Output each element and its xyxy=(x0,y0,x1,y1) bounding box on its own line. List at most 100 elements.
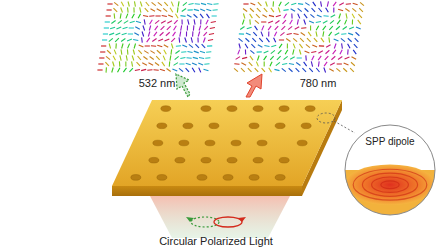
field-arrow xyxy=(148,63,153,65)
label: 780 nm xyxy=(300,77,337,90)
field-arrow xyxy=(132,56,134,61)
field-arrow xyxy=(316,21,321,23)
field-arrow xyxy=(250,8,254,11)
field-arrow xyxy=(248,68,252,72)
field-arrow xyxy=(194,51,199,53)
field-arrow xyxy=(313,2,316,6)
field-arrow xyxy=(310,25,311,30)
field-arrow xyxy=(324,62,327,66)
field-arrow xyxy=(202,44,206,48)
field-arrow xyxy=(341,43,343,48)
field-arrow xyxy=(128,33,133,34)
field-arrow xyxy=(301,33,305,36)
label: 532 nm xyxy=(139,77,176,90)
field-arrow xyxy=(329,26,333,30)
field-arrow xyxy=(309,21,314,23)
field-arrow xyxy=(212,15,217,16)
field-arrow xyxy=(293,49,294,54)
field-arrow xyxy=(246,33,251,35)
hole xyxy=(279,157,289,163)
field-arrow xyxy=(330,20,334,23)
field-arrow xyxy=(278,50,281,54)
field-arrow xyxy=(261,21,266,22)
field-arrow xyxy=(157,9,162,12)
field-arrow xyxy=(289,63,294,64)
field-arrow xyxy=(323,26,326,30)
field-arrow xyxy=(213,3,218,5)
field-arrow xyxy=(111,21,115,24)
field-arrow xyxy=(141,69,146,70)
field-arrow xyxy=(262,15,266,18)
field-arrow xyxy=(137,62,141,66)
field-arrow xyxy=(126,14,128,19)
field-arrow xyxy=(207,3,212,5)
field-arrow xyxy=(150,56,154,59)
field-arrow xyxy=(183,2,187,5)
field-arrow xyxy=(128,1,129,6)
field-arrow xyxy=(351,62,355,65)
field-arrow xyxy=(270,56,273,60)
field-arrow xyxy=(144,19,146,24)
field-arrow xyxy=(245,49,246,54)
field-arrow xyxy=(341,33,346,34)
field-arrow xyxy=(278,8,280,13)
field-arrow xyxy=(257,56,259,61)
field-arrow xyxy=(106,56,110,59)
hole xyxy=(157,123,167,129)
field-arrow xyxy=(335,33,340,35)
field-arrow xyxy=(149,15,154,17)
field-arrow xyxy=(120,49,122,54)
leader-line xyxy=(334,121,355,133)
field-arrow xyxy=(121,38,125,41)
field-arrow xyxy=(135,27,140,30)
field-arrow xyxy=(145,8,149,12)
field-arrow xyxy=(102,39,107,40)
field-arrow xyxy=(119,61,121,66)
field-arrow xyxy=(323,15,328,17)
field-arrow xyxy=(192,63,197,65)
field-arrow xyxy=(328,37,330,42)
field-arrow xyxy=(255,26,258,30)
light-beam xyxy=(150,196,290,238)
field-arrow xyxy=(129,27,134,28)
field-arrow xyxy=(350,68,354,72)
field-arrow xyxy=(270,62,272,67)
field-arrow xyxy=(179,68,183,71)
field-arrow xyxy=(291,13,292,18)
field-arrow xyxy=(308,32,311,36)
field-arrow xyxy=(106,15,111,16)
field-arrow xyxy=(264,45,269,47)
field-arrow xyxy=(261,32,263,37)
field-arrow xyxy=(158,2,162,5)
field-arrow xyxy=(198,63,203,65)
field-arrow xyxy=(318,61,320,66)
hole xyxy=(301,123,311,129)
field-arrow xyxy=(210,27,215,29)
field-arrow xyxy=(358,20,361,24)
hole xyxy=(275,175,285,181)
hole xyxy=(227,157,237,163)
field-arrow xyxy=(239,38,243,41)
field-arrow xyxy=(140,2,142,7)
field-arrow xyxy=(113,62,115,67)
hole xyxy=(179,140,189,146)
field-arrow xyxy=(257,51,262,52)
hole xyxy=(249,175,259,181)
field-arrow xyxy=(353,50,356,54)
field-arrow xyxy=(243,14,245,19)
hole xyxy=(131,175,141,181)
hole xyxy=(249,123,259,129)
field-arrow xyxy=(293,38,297,41)
vector-field xyxy=(97,1,364,72)
field-arrow xyxy=(281,26,285,30)
field-arrow xyxy=(104,27,109,28)
hole xyxy=(209,123,219,129)
field-arrow xyxy=(142,63,147,65)
field-arrow xyxy=(307,38,311,42)
field-arrow xyxy=(339,3,344,6)
field-arrow xyxy=(191,37,192,42)
hole xyxy=(223,175,233,181)
field-arrow xyxy=(300,38,304,42)
field-arrow xyxy=(130,21,135,22)
field-arrow xyxy=(201,3,206,4)
